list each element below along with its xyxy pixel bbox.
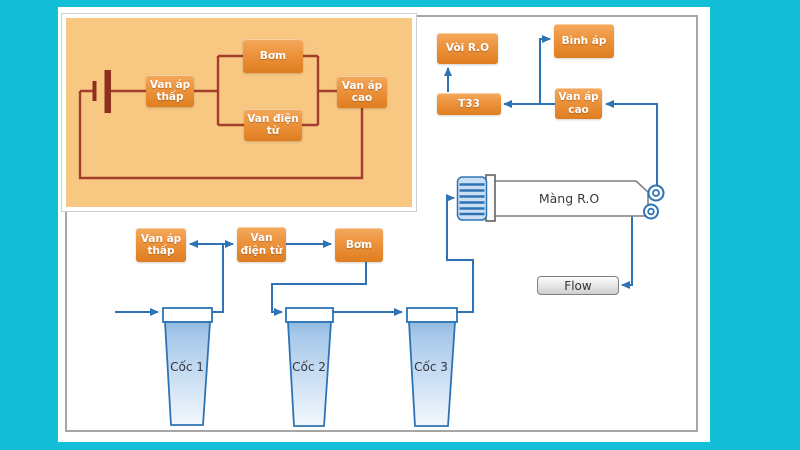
circuit-solenoid-valve-box: Van điện từ — [244, 109, 302, 141]
ro-high-pressure-valve-label: Van áp cao — [558, 91, 599, 116]
circuit-low-pressure-valve-box: Van áp thấp — [146, 75, 194, 107]
circuit-pump-label: Bơm — [259, 49, 287, 62]
circuit-high-pressure-valve-label: Van áp cao — [341, 79, 383, 104]
membrane-label: Màng R.O — [538, 191, 600, 206]
ro-t33-box: T33 — [437, 93, 501, 115]
cup1-label: Cốc 1 — [170, 360, 204, 374]
circuit-panel — [62, 14, 416, 211]
filtration-low-pressure-valve-box: Van áp thấp — [136, 228, 186, 262]
filtration-solenoid-valve-label: Van điện từ — [240, 232, 283, 257]
filtration-pump-box: Bơm — [335, 228, 383, 262]
filtration-pump-label: Bơm — [345, 238, 373, 251]
flow-restrictor-box: Flow — [537, 276, 619, 295]
filtration-low-pressure-valve-label: Van áp thấp — [140, 232, 182, 257]
ro-pressure-tank-label: Bình áp — [561, 34, 607, 47]
circuit-pump-box: Bơm — [243, 39, 303, 73]
filtration-solenoid-valve-box: Van điện từ — [237, 227, 286, 262]
circuit-solenoid-valve-label: Van điện từ — [247, 112, 299, 137]
circuit-low-pressure-valve-label: Van áp thấp — [149, 78, 191, 103]
ro-high-pressure-valve-box: Van áp cao — [555, 88, 602, 119]
ro-pressure-tank-box: Bình áp — [554, 24, 614, 58]
ro-faucet-box: Vòi R.O — [437, 33, 498, 64]
ro-faucet-label: Vòi R.O — [445, 42, 490, 55]
cup2-label: Cốc 2 — [292, 360, 326, 374]
flow-restrictor-label: Flow — [564, 278, 592, 293]
ro-t33-label: T33 — [458, 97, 480, 110]
circuit-high-pressure-valve-box: Van áp cao — [337, 76, 387, 108]
cup3-label: Cốc 3 — [414, 360, 448, 374]
